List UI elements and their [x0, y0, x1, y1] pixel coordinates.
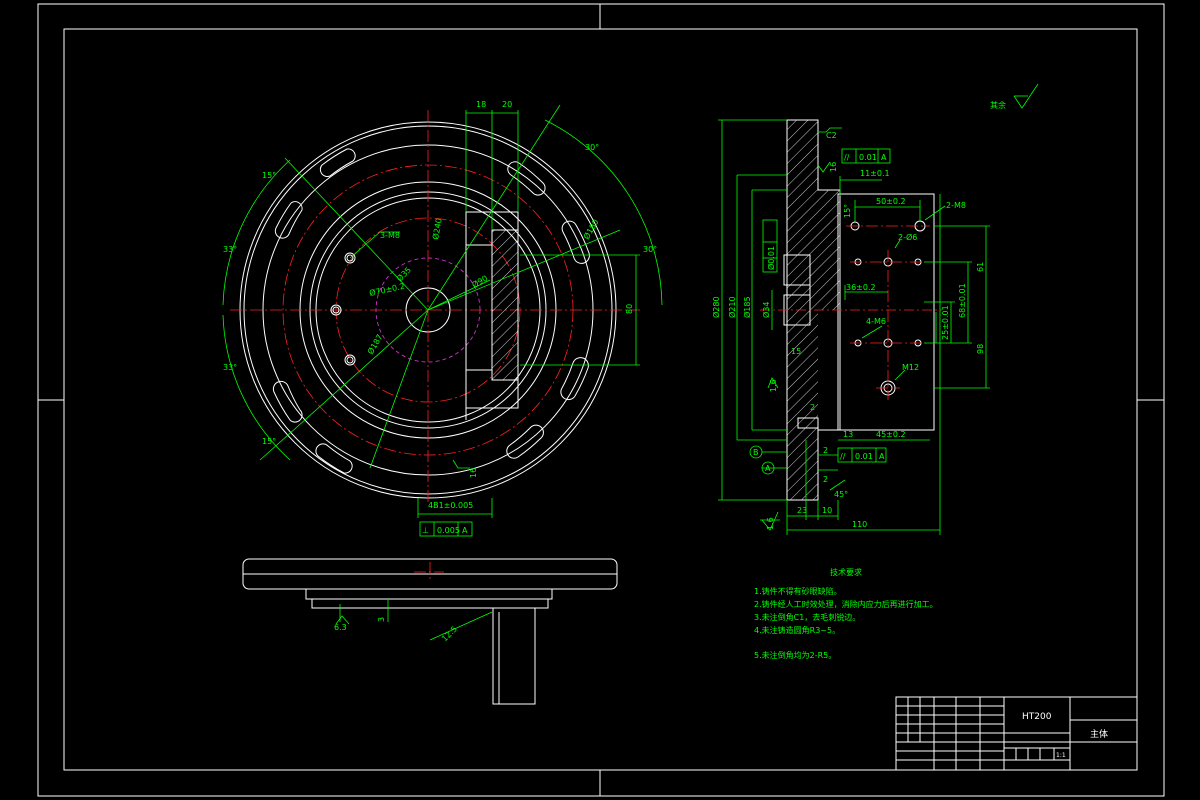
dim-flat-tol: 0.01	[859, 153, 877, 162]
dim-w45: 45±0.2	[876, 430, 906, 439]
dim-ang33-bl: 33°	[223, 363, 237, 372]
dim-ang15: 15°	[843, 204, 852, 218]
dim-r16-left: 1.6	[769, 379, 778, 392]
dim-perp-tol: 0.005	[437, 526, 460, 535]
dim-hole-2m6: 2-Ø6	[898, 232, 917, 242]
dim-dia35: Ø35	[394, 265, 413, 284]
dim-hole-4m6: 4-M6	[866, 317, 886, 326]
dim-dia187: Ø187	[365, 332, 384, 356]
dim-r16-bot: 1.6	[766, 517, 775, 530]
dim-hole-2m8: 2-M8	[946, 201, 966, 210]
dim-d125: 12.5	[440, 624, 459, 643]
dim-d2a: 2	[823, 446, 828, 455]
front-view: 18 20 30° 30° 15° 15° 33° 33° 3-M8 Ø35 Ø…	[222, 100, 663, 537]
note-item: 4.未注铸造圆角R3~5。	[754, 625, 840, 635]
dim-d2c: 2	[810, 403, 815, 412]
dim-ang15-bl: 15°	[262, 437, 276, 446]
surface-symbol-label: 其余	[990, 100, 1006, 110]
dim-m12: M12	[902, 363, 919, 372]
dim-dia185: Ø185	[742, 296, 752, 318]
part-name-label: 主体	[1090, 728, 1108, 740]
dim-r16: 16	[469, 468, 478, 478]
scale-label: 1:1	[1056, 752, 1066, 759]
dim-w11: 11±0.1	[860, 169, 890, 178]
hole-3m8	[330, 252, 356, 366]
par-symbol: //	[840, 452, 846, 461]
dim-hole-3m8: 3-M8	[380, 231, 400, 240]
dim-chamfer45: 45°	[834, 490, 848, 499]
dim-d2b: 2	[823, 475, 828, 484]
section-view: C2 // 0.01 A 16 11±0.1 50±0.2 2-M8 2-Ø6 …	[711, 119, 990, 535]
datum-b-mark: B	[753, 448, 759, 457]
dim-ang30-top: 30°	[585, 143, 599, 152]
surface-roughness-symbol: 其余	[990, 83, 1039, 110]
notes-title: 技术要求	[830, 567, 862, 577]
dim-dia240: Ø240	[430, 217, 444, 240]
datum-a-top: A	[881, 153, 887, 162]
dim-dia70: Ø70±0.2	[368, 281, 405, 298]
dim-dia210: Ø210	[727, 296, 737, 318]
dim-w110: 110	[852, 520, 867, 529]
datum-a-bot: A	[879, 452, 885, 461]
dim-w36: 36±0.2	[846, 283, 876, 292]
dim-dia90: Ø90	[470, 273, 489, 290]
dim-dia34: Ø34	[761, 302, 771, 318]
dim-h25: 25±0.01	[941, 305, 950, 340]
dim-coax-tol: Ø0.01	[766, 246, 776, 270]
dim-h80: 80	[625, 304, 634, 314]
dim-ang15-tl: 15°	[262, 171, 276, 180]
dim-h15: 15	[791, 347, 801, 356]
dim-r16-top: 16	[829, 162, 838, 172]
dim-h61: 61	[976, 262, 985, 272]
technical-notes: 技术要求 1.铸件不得有砂眼缺陷。 2.铸件经人工时效处理，消除内应力后再进行加…	[754, 567, 938, 660]
datum-a-mark: A	[765, 464, 771, 473]
note-item: 3.未注倒角C1，去毛刺锐边。	[754, 612, 860, 622]
arc-slots	[272, 148, 590, 474]
dim-h68: 68±0.01	[958, 283, 967, 318]
dim-w18: 18	[476, 100, 486, 109]
title-block: HT200 主体 1:1	[895, 696, 1138, 771]
dim-c2: C2	[826, 131, 837, 140]
sheet-frame	[37, 3, 1165, 797]
dim-d63: 6.3	[334, 623, 347, 632]
dim-w10: 10	[822, 506, 832, 515]
bottom-view: 6.3 3 12.5	[242, 558, 618, 705]
material-label: HT200	[1022, 712, 1052, 722]
dim-w13: 13	[843, 430, 853, 439]
dim-d3: 3	[377, 617, 386, 622]
dim-h98: 98	[976, 344, 985, 354]
dim-w20: 20	[502, 100, 512, 109]
flat-symbol: //	[844, 153, 850, 162]
dim-slot-width: 4B1±0.005	[428, 501, 473, 510]
datum-a-ref: A	[462, 526, 468, 535]
dim-par-tol: 0.01	[855, 452, 873, 461]
note-item: 5.未注倒角均为2-R5。	[754, 650, 836, 660]
dim-w23: 23	[797, 506, 807, 515]
dim-ang30-right: 30°	[643, 245, 657, 254]
dim-w50: 50±0.2	[876, 197, 906, 206]
note-item: 1.铸件不得有砂眼缺陷。	[754, 586, 842, 596]
dim-ang33-l: 33°	[223, 245, 237, 254]
dim-dia280: Ø280	[711, 296, 721, 318]
perp-symbol: ⊥	[422, 526, 429, 535]
note-item: 2.铸件经人工时效处理，消除内应力后再进行加工。	[754, 599, 938, 609]
